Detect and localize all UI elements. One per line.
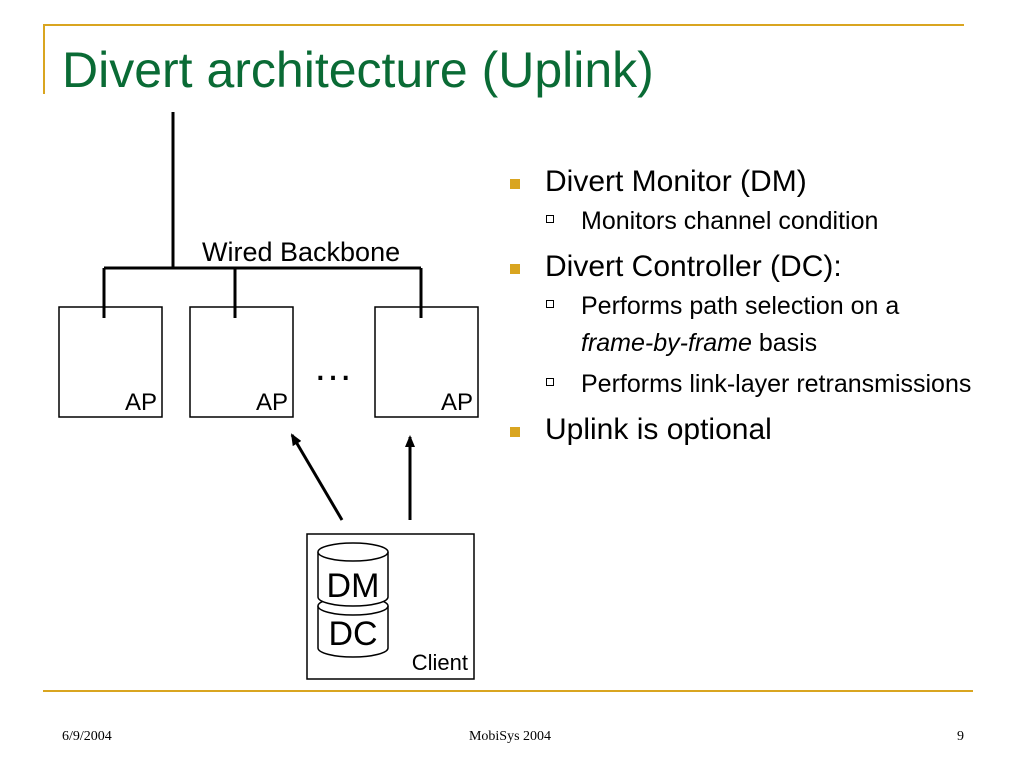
dc-label: DC [328,615,377,653]
square-bullet-icon [510,179,520,189]
bullet-item: Uplink is optional [508,411,988,448]
hollow-square-bullet-icon [546,300,554,308]
hollow-square-bullet-icon [546,378,554,386]
sub-bullet-text: Performs link-layer retransmissions [581,370,972,398]
ap-label-2: AP [256,389,288,416]
client-box [306,533,475,680]
uplink-arrow-to-ap2 [290,433,344,521]
square-bullet-icon [510,427,520,437]
sub-bullet-item: Monitors channel condition [508,203,988,240]
footer-date: 6/9/2004 [62,729,112,744]
bullet-item: Divert Controller (DC): [508,248,988,285]
footer-conference: MobiSys 2004 [468,729,552,744]
more-aps-ellipsis: … [313,345,353,389]
access-point-box-2 [189,306,294,418]
ap-label-1: AP [125,389,157,416]
slide-title: Divert architecture (Uplink) [62,42,654,98]
footer-divider-line [43,690,973,692]
bullet-text: Divert Monitor (DM) [545,165,807,198]
frame-left-line [43,24,45,94]
dm-cylinder-icon [317,542,389,607]
sub-bullet-text-tail: basis [751,329,818,357]
square-bullet-icon [510,264,520,274]
backbone-label: Wired Backbone [202,237,400,267]
sub-bullet-text: Monitors channel condition [581,207,879,235]
sub-bullet-item: Performs link-layer retransmissions [508,366,988,403]
sub-bullet-item: Performs path selection on a frame-by-fr… [508,288,988,362]
sub-bullet-text: Performs path selection on a [581,292,900,320]
bullet-text: Uplink is optional [545,413,772,446]
access-point-box-1 [58,306,163,418]
ap-label-3: AP [441,389,473,416]
bullet-list: Divert Monitor (DM) Monitors channel con… [508,163,988,455]
footer-page-number: 9 [957,729,964,744]
sub-bullet-emphasis: frame-by-frame [581,329,752,357]
access-point-box-3 [374,306,479,418]
dm-label: DM [327,567,380,605]
hollow-square-bullet-icon [546,215,554,223]
frame-top-line [43,24,964,26]
client-label: Client [412,650,468,675]
bullet-item: Divert Monitor (DM) [508,163,988,200]
bullet-text: Divert Controller (DC): [545,250,842,283]
